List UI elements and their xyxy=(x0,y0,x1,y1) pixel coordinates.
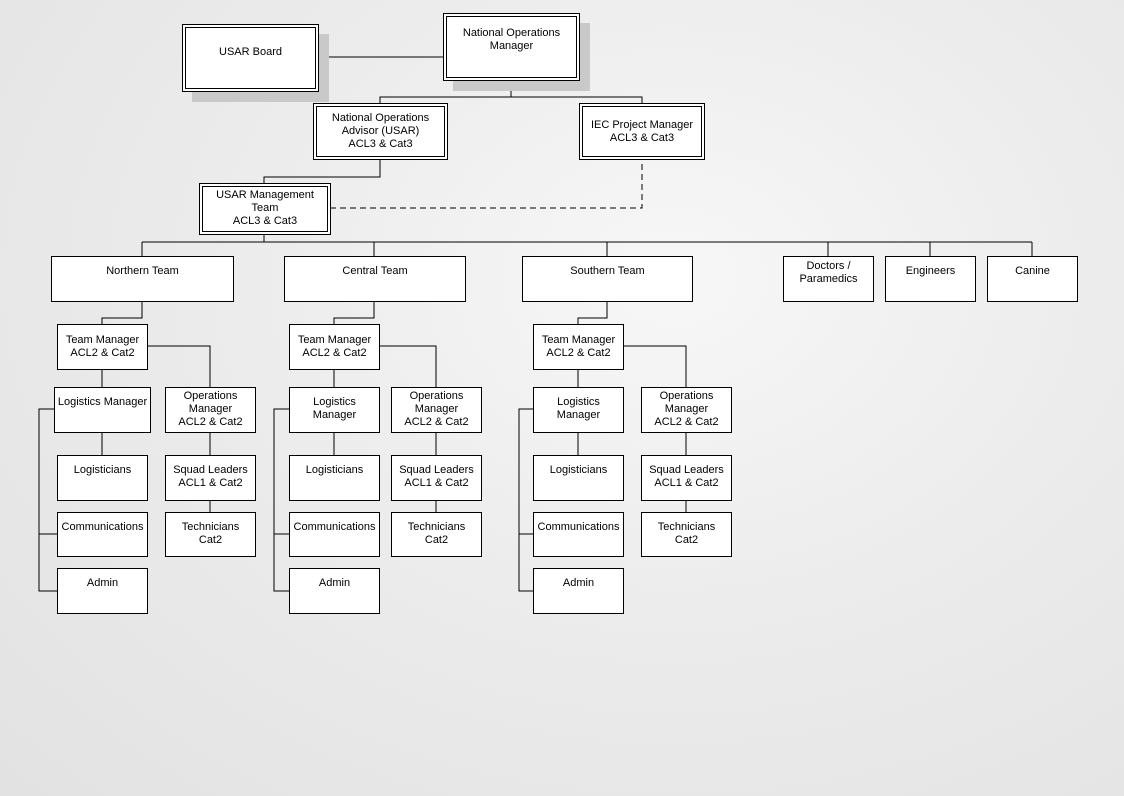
dotted-reporting-line xyxy=(330,159,643,209)
southern-logistics-manager-box[interactable]: Logistics Manager xyxy=(533,387,624,433)
southern-communications-box[interactable]: Communications xyxy=(533,512,624,557)
reporting-line xyxy=(518,408,533,592)
northern-team-manager-box[interactable]: Team Manager ACL2 & Cat2 xyxy=(57,324,148,370)
reporting-line xyxy=(333,301,375,324)
reporting-line xyxy=(273,408,289,592)
northern-operations-manager-box[interactable]: Operations Manager ACL2 & Cat2 xyxy=(165,387,256,433)
southern-squad-leaders-box[interactable]: Squad Leaders ACL1 & Cat2 xyxy=(641,455,732,501)
northern-logisticians-box[interactable]: Logisticians xyxy=(57,455,148,501)
southern-logisticians-box[interactable]: Logisticians xyxy=(533,455,624,501)
iec-project-manager-box[interactable]: IEC Project Manager ACL3 & Cat3 xyxy=(579,103,705,160)
central-communications-box[interactable]: Communications xyxy=(289,512,380,557)
northern-technicians-box[interactable]: Technicians Cat2 xyxy=(165,512,256,557)
reporting-line xyxy=(38,408,57,592)
southern-team-box[interactable]: Southern Team xyxy=(522,256,693,302)
engineers-box[interactable]: Engineers xyxy=(885,256,976,302)
central-logisticians-box[interactable]: Logisticians xyxy=(289,455,380,501)
southern-admin-box[interactable]: Admin xyxy=(533,568,624,614)
central-team-box[interactable]: Central Team xyxy=(284,256,466,302)
usar-board-box[interactable]: USAR Board xyxy=(182,24,319,92)
central-admin-box[interactable]: Admin xyxy=(289,568,380,614)
doctors-paramedics-box[interactable]: Doctors / Paramedics xyxy=(783,256,874,302)
reporting-line xyxy=(577,301,608,324)
southern-team-manager-box[interactable]: Team Manager ACL2 & Cat2 xyxy=(533,324,624,370)
central-team-manager-box[interactable]: Team Manager ACL2 & Cat2 xyxy=(289,324,380,370)
southern-operations-manager-box[interactable]: Operations Manager ACL2 & Cat2 xyxy=(641,387,732,433)
national-operations-advisor-box[interactable]: National Operations Advisor (USAR) ACL3 … xyxy=(313,103,448,160)
reporting-line xyxy=(148,345,211,387)
usar-management-team-box[interactable]: USAR Management Team ACL3 & Cat3 xyxy=(199,183,331,235)
national-operations-manager-box[interactable]: National Operations Manager xyxy=(443,13,580,81)
reporting-line xyxy=(263,159,381,183)
canine-box[interactable]: Canine xyxy=(987,256,1078,302)
northern-logistics-manager-box[interactable]: Logistics Manager xyxy=(54,387,151,433)
central-squad-leaders-box[interactable]: Squad Leaders ACL1 & Cat2 xyxy=(391,455,482,501)
reporting-line xyxy=(379,96,643,103)
central-technicians-box[interactable]: Technicians Cat2 xyxy=(391,512,482,557)
reporting-line xyxy=(380,345,437,387)
central-operations-manager-box[interactable]: Operations Manager ACL2 & Cat2 xyxy=(391,387,482,433)
northern-admin-box[interactable]: Admin xyxy=(57,568,148,614)
northern-communications-box[interactable]: Communications xyxy=(57,512,148,557)
northern-team-box[interactable]: Northern Team xyxy=(51,256,234,302)
reporting-line xyxy=(624,345,687,387)
reporting-line xyxy=(101,301,143,324)
northern-squad-leaders-box[interactable]: Squad Leaders ACL1 & Cat2 xyxy=(165,455,256,501)
central-logistics-manager-box[interactable]: Logistics Manager xyxy=(289,387,380,433)
southern-technicians-box[interactable]: Technicians Cat2 xyxy=(641,512,732,557)
